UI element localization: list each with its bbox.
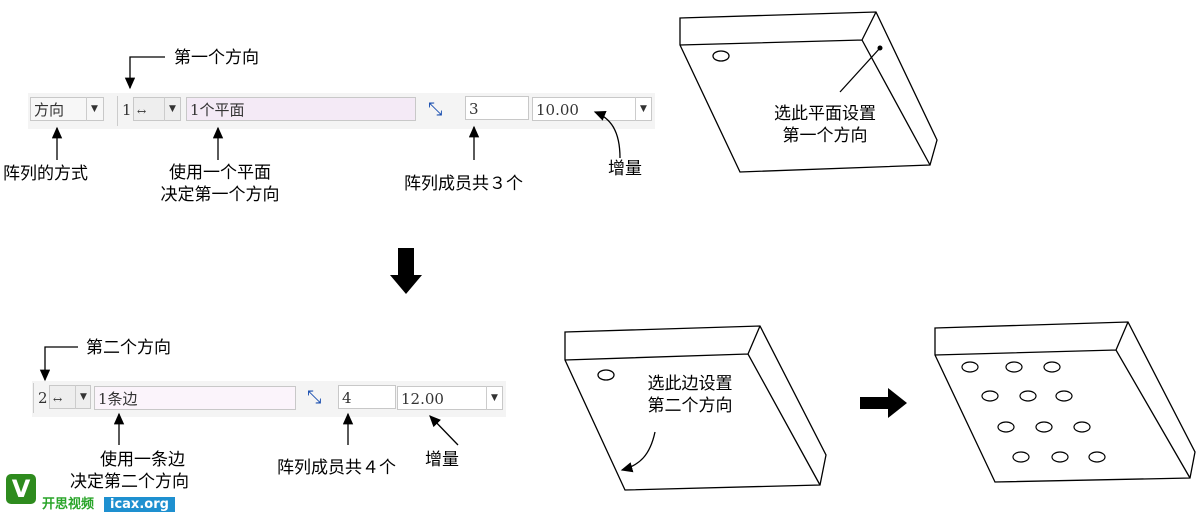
- label-increment: 增量: [608, 159, 642, 179]
- label-increment: 增量: [425, 450, 459, 470]
- label-use-edge: 使用一条边决定第二个方向: [70, 449, 220, 493]
- chevron-down-icon[interactable]: ▼: [86, 97, 102, 121]
- count-field[interactable]: 3: [465, 96, 529, 120]
- watermark-logo: V: [6, 474, 36, 504]
- label-count: 阵列成员共４个: [277, 458, 396, 478]
- label-use-plane: 使用一个平面决定第一个方向: [140, 162, 300, 206]
- label-line: 第二个方向: [647, 396, 733, 416]
- label-count: 阵列成员共３个: [404, 174, 523, 194]
- label-line: 使用一个平面: [169, 163, 271, 183]
- label-second-direction: 第二个方向: [86, 338, 171, 358]
- label-line: 决定第一个方向: [160, 185, 280, 205]
- direction-type-select[interactable]: ↔▼: [49, 385, 91, 409]
- down-arrow-icon: [390, 248, 422, 294]
- chevron-down-icon[interactable]: ▼: [486, 386, 502, 410]
- increment-value: 12.00: [401, 390, 444, 408]
- increment-field[interactable]: 12.00 ▼: [397, 386, 503, 410]
- pattern-holes: [961, 361, 1106, 463]
- chevron-down-icon[interactable]: ▼: [635, 97, 651, 121]
- right-arrow-icon: [860, 388, 907, 418]
- flip-direction-icon[interactable]: ⤡: [428, 99, 443, 120]
- increment-field[interactable]: 10.00 ▼: [532, 97, 652, 121]
- double-arrow-icon: ↔: [53, 393, 63, 406]
- direction-index: 2: [38, 389, 48, 407]
- label-select-edge: 选此边设置第二个方向: [625, 373, 755, 417]
- watermark-brand: 开思视频: [42, 497, 95, 512]
- increment-value: 10.00: [536, 101, 579, 119]
- label-line: 第一个方向: [782, 126, 868, 146]
- label-select-plane: 选此平面设置第一个方向: [755, 103, 895, 147]
- pattern-mode-select[interactable]: 方向 ▼: [30, 97, 104, 121]
- watermark-site: icax.org: [104, 497, 175, 512]
- label-first-direction: 第一个方向: [174, 48, 259, 68]
- label-line: 选此平面设置: [774, 104, 876, 124]
- chevron-down-icon[interactable]: ▼: [75, 385, 91, 409]
- count-field[interactable]: 4: [338, 385, 396, 409]
- label-line: 选此边设置: [647, 374, 733, 394]
- toolbar-separator: [117, 96, 118, 126]
- label-line: 使用一条边: [100, 450, 185, 470]
- toolbar-separator: [33, 383, 34, 413]
- label-line: 决定第二个方向: [70, 472, 189, 492]
- direction-index: 1: [122, 101, 132, 119]
- flip-direction-icon[interactable]: ⤡: [307, 387, 322, 408]
- direction-type-select[interactable]: ↔▼: [133, 97, 181, 121]
- direction-reference-field[interactable]: 1个平面: [186, 97, 416, 121]
- pattern-mode-value: 方向: [34, 101, 65, 119]
- direction-reference-field[interactable]: 1条边: [94, 386, 296, 410]
- label-pattern-mode: 阵列的方式: [3, 164, 88, 184]
- chevron-down-icon[interactable]: ▼: [164, 97, 180, 121]
- double-arrow-icon: ↔: [137, 105, 147, 118]
